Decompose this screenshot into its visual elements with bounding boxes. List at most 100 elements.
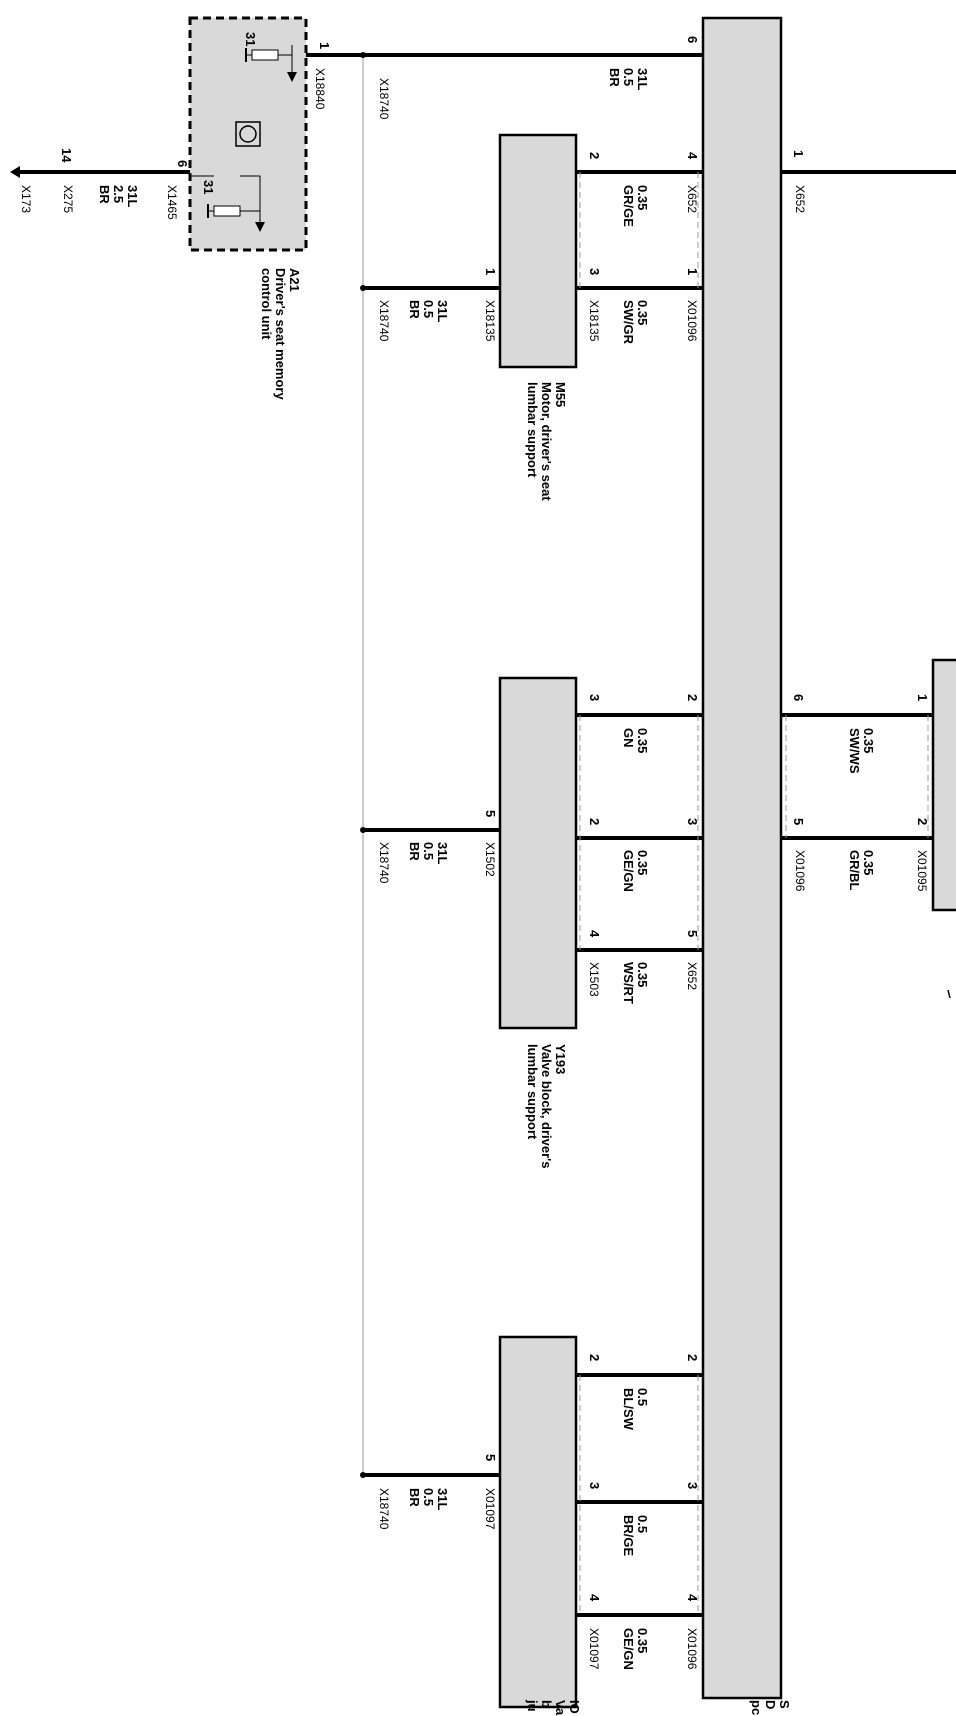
valve-ground-gauge: 0.5 xyxy=(421,842,436,860)
right-conn: X652 xyxy=(793,185,807,213)
motor-a-conn: X652 xyxy=(685,185,699,213)
resistor-bottom-icon xyxy=(213,205,241,217)
valve-c-pin-main: 5 xyxy=(685,930,700,937)
motor-box xyxy=(498,133,578,369)
valve-name-line2: lumbar support xyxy=(525,1044,540,1140)
motor-id: M55 xyxy=(553,382,568,407)
valve-id: Y193 xyxy=(553,1044,568,1074)
valve2-c-conn: X01096 xyxy=(685,1628,699,1670)
left-splice: X173 xyxy=(19,185,33,213)
motor-bus-conn: X18740 xyxy=(377,300,391,342)
motor-b-conn: X01096 xyxy=(685,300,699,342)
cu-name-line1: Driver's seat memory xyxy=(273,268,288,400)
valve-c-conn: X652 xyxy=(685,962,699,990)
valve-block-2-box xyxy=(498,1335,578,1709)
memory-circle-icon xyxy=(239,125,257,143)
valve2-bus-conn: X18740 xyxy=(377,1488,391,1530)
valve2-b-pin-main: 3 xyxy=(685,1482,700,1489)
valve2-b-gauge: 0.5 xyxy=(635,1515,650,1533)
valve2-ground-gauge: 0.5 xyxy=(421,1488,436,1506)
ground-arrow-top-icon xyxy=(287,72,297,82)
valve-c-color: WS/RT xyxy=(621,962,636,1004)
cu-name-line2: control unit xyxy=(259,268,274,340)
valve2-b-pin-comp: 3 xyxy=(587,1482,602,1489)
valve-b-gauge: 0.35 xyxy=(635,850,650,875)
valve2-a-pin-main: 2 xyxy=(685,1354,700,1361)
valve2-name-line1: Va xyxy=(553,1700,568,1716)
valve-a-pin-main: 2 xyxy=(685,694,700,701)
valve-c-gauge: 0.35 xyxy=(635,962,650,987)
motor-name-line2: lumbar support xyxy=(525,382,540,478)
top-pin-main: 6 xyxy=(685,36,700,43)
cu-id: A21 xyxy=(287,268,302,292)
ground-arrow-bottom-icon xyxy=(255,222,265,232)
cu-conn-bottom: X1465 xyxy=(165,185,179,220)
valve2-c-conn-comp: X01097 xyxy=(587,1628,601,1670)
cu-conn-top: X18840 xyxy=(313,68,327,110)
cu-ground-top: 31 xyxy=(243,32,258,46)
main-id: S xyxy=(777,1700,792,1709)
valve-ground-pin: 5 xyxy=(483,810,498,817)
motor-b-pin-comp: 3 xyxy=(587,268,602,275)
cu-ground-bottom: 31 xyxy=(201,180,216,194)
valve2-ground-pin: 5 xyxy=(483,1454,498,1461)
right-pin: 1 xyxy=(791,150,806,157)
motor-b-conn-comp: X18135 xyxy=(587,300,601,342)
bus-conn-top: X18740 xyxy=(377,78,391,120)
motor-ground-color: BR xyxy=(407,300,422,319)
upper-a-color: SW/WS xyxy=(847,728,862,774)
valve2-a-color: BL/SW xyxy=(621,1388,636,1431)
motor-ground-gauge: 0.5 xyxy=(421,300,436,318)
valve-b-pin-main: 3 xyxy=(685,818,700,825)
valve2-ground-signal: 31L xyxy=(435,1488,450,1510)
valve2-a-pin-comp: 2 xyxy=(587,1354,602,1361)
top-gauge: 0.5 xyxy=(621,68,636,86)
left-pin: 14 xyxy=(59,148,74,163)
valve-a-pin-comp: 3 xyxy=(587,694,602,701)
upper-b-conn-comp: X01095 xyxy=(915,850,929,892)
resistor-top-icon xyxy=(251,49,279,61)
valve-c-pin-comp: 4 xyxy=(587,930,602,938)
valve-b-pin-comp: 2 xyxy=(587,818,602,825)
motor-ground-pin: 1 xyxy=(483,268,498,275)
upper-component-box xyxy=(931,658,956,912)
valve-a-gauge: 0.35 xyxy=(635,728,650,753)
left-color: BR xyxy=(97,185,112,204)
valve2-c-pin-comp: 4 xyxy=(587,1594,602,1602)
memory-chip-icon xyxy=(235,121,261,147)
cu-pin-bottom: 6 xyxy=(175,160,190,167)
valve-ground-conn: X1502 xyxy=(483,842,497,877)
left-signal: 31L xyxy=(125,185,140,207)
motor-name-line1: Motor, driver's seat xyxy=(539,382,554,501)
valve2-c-gauge: 0.35 xyxy=(635,1628,650,1653)
valve2-a-gauge: 0.5 xyxy=(635,1388,650,1406)
valve2-ground-conn: X01097 xyxy=(483,1488,497,1530)
motor-b-pin-main: 1 xyxy=(685,268,700,275)
upper-b-gauge: 0.35 xyxy=(861,850,876,875)
valve2-ground-color: BR xyxy=(407,1488,422,1507)
main-name-line2: pc xyxy=(749,1700,764,1715)
upper-a-pin-comp: 1 xyxy=(915,694,930,701)
motor-ground-conn: X18135 xyxy=(483,300,497,342)
main-unit-box xyxy=(701,16,783,1700)
upper-b-color: GR/BL xyxy=(847,850,862,891)
valve-name-line1: Valve block, driver's xyxy=(539,1044,554,1169)
motor-b-color: SW/GR xyxy=(621,300,636,345)
motor-b-gauge: 0.35 xyxy=(635,300,650,325)
valve2-id: IO xyxy=(567,1700,582,1714)
splice-arrow-icon xyxy=(10,166,20,178)
valve-c-conn-comp: X1503 xyxy=(587,962,601,997)
valve2-name-line3: ju xyxy=(525,1699,540,1712)
motor-a-gauge: 0.35 xyxy=(635,185,650,210)
valve-a-color: GN xyxy=(621,728,636,748)
left-conn: X275 xyxy=(61,185,75,213)
valve2-c-color: GE/GN xyxy=(621,1628,636,1670)
valve2-c-pin-main: 4 xyxy=(685,1594,700,1602)
main-name-line1: D xyxy=(763,1700,778,1709)
valve-bus-conn: X18740 xyxy=(377,842,391,884)
top-signal: 31L xyxy=(635,68,650,90)
motor-a-pin-main: 4 xyxy=(685,152,700,160)
top-color: BR xyxy=(607,68,622,87)
upper-b-pin-comp: 2 xyxy=(915,818,930,825)
